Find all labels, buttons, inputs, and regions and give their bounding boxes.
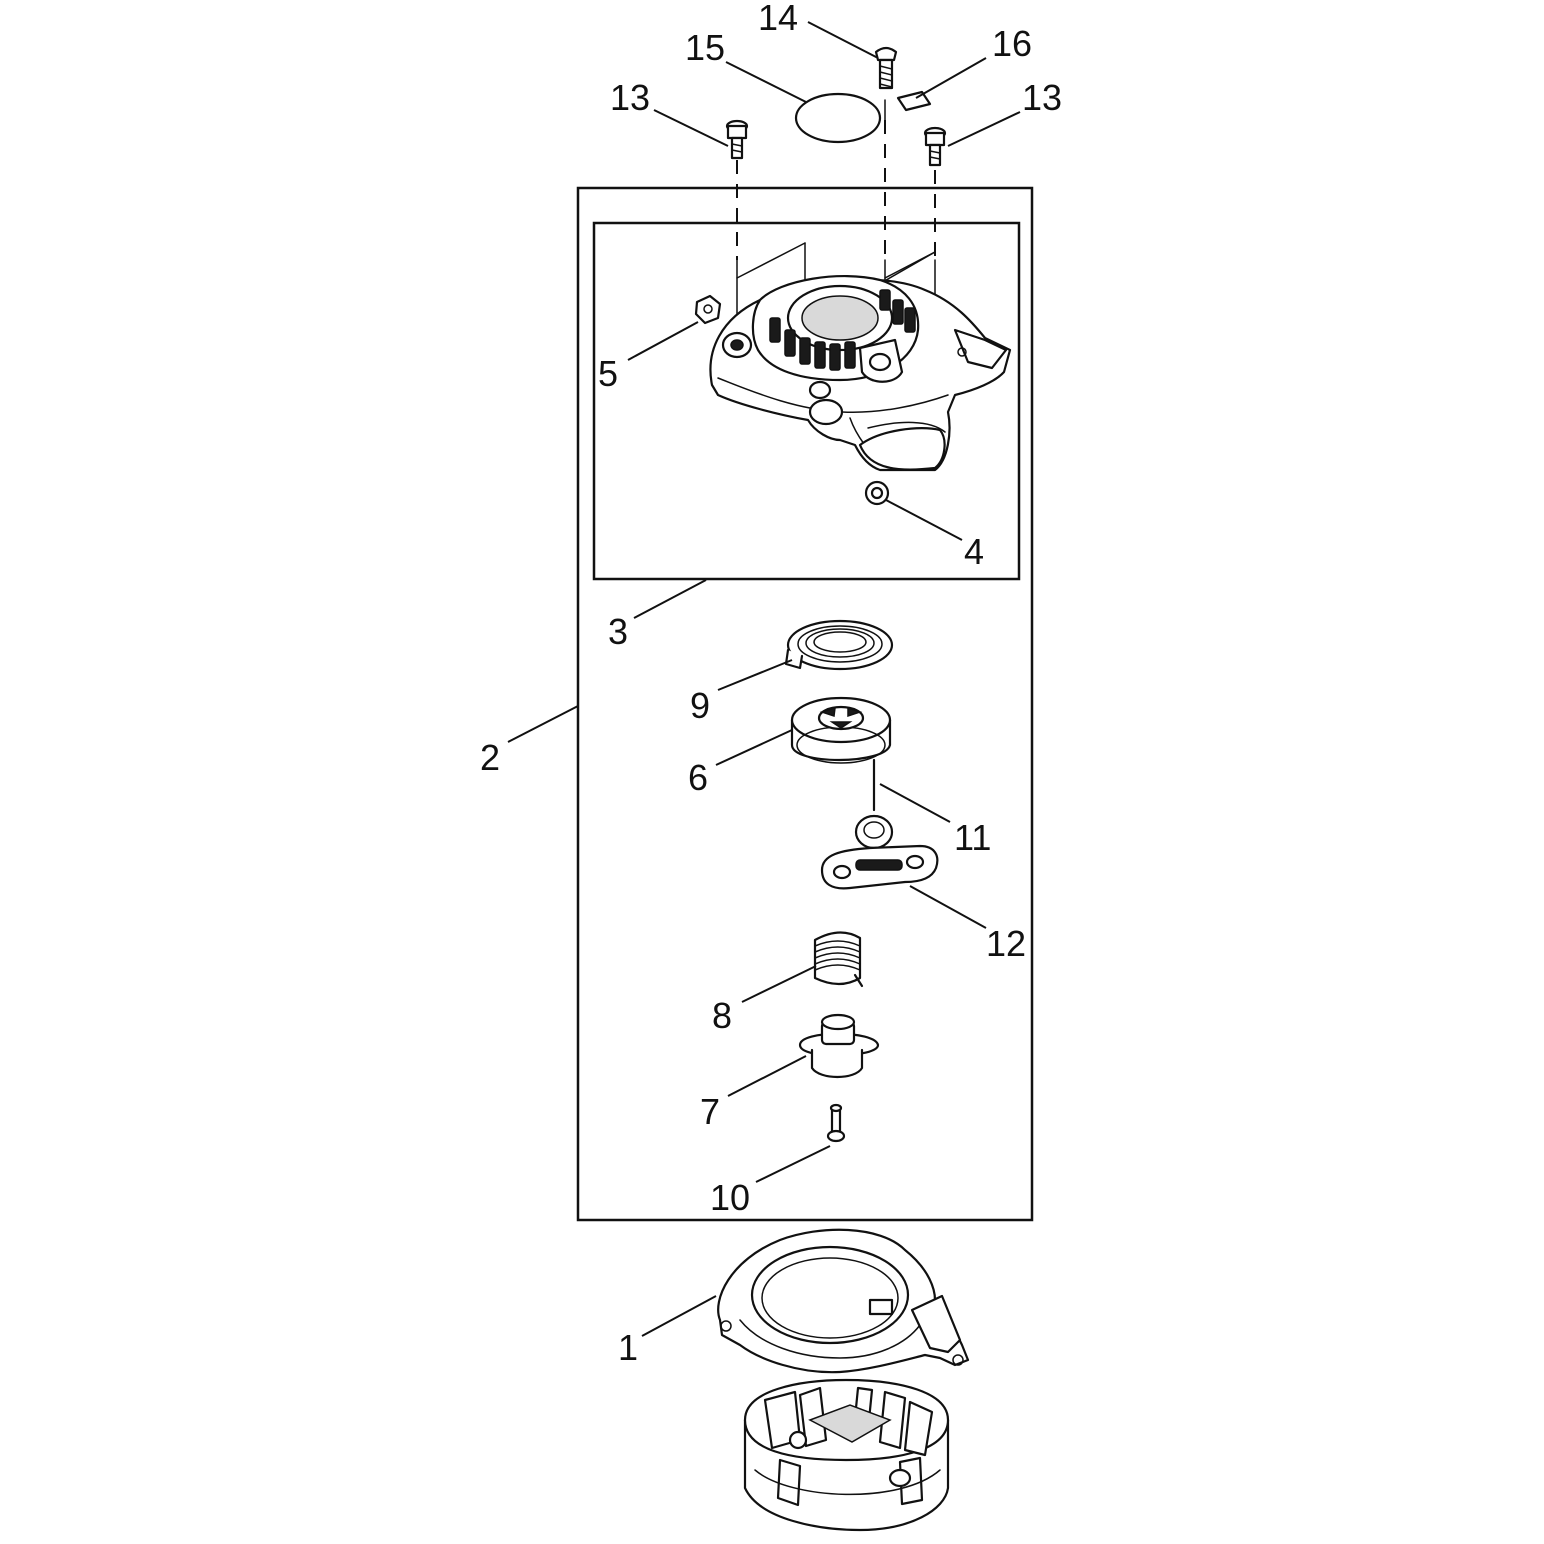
callout-1: 1	[618, 1327, 638, 1368]
flywheel-fins	[763, 1386, 934, 1507]
leader-12	[909, 885, 987, 929]
leader-15	[725, 61, 807, 103]
leader-2	[507, 705, 579, 743]
part-8-coil-spring	[813, 931, 864, 988]
callout-8: 8	[712, 995, 732, 1036]
leader-6	[715, 729, 793, 766]
callout-7: 7	[700, 1091, 720, 1132]
leader-9	[717, 659, 793, 691]
callout-3: 3	[608, 611, 628, 652]
part-13-bolt-left	[725, 119, 749, 160]
callout-4: 4	[964, 531, 984, 572]
flywheel	[743, 1378, 950, 1532]
part-13-bolt-right	[923, 126, 947, 167]
callout-10: 10	[710, 1177, 750, 1218]
callout-12: 12	[986, 923, 1026, 964]
part-14-screw	[874, 46, 898, 90]
part-16-label-plate	[896, 90, 932, 112]
leader-13-left	[653, 109, 729, 147]
leader-16	[915, 57, 987, 99]
leader-lines	[507, 21, 1021, 1337]
callout-labels: 14 15 16 13 13 5 4 3 9 2 6 11 12 8 7 10 …	[480, 0, 1062, 1368]
callout-16: 16	[992, 23, 1032, 64]
callout-2: 2	[480, 737, 500, 778]
callout-5: 5	[598, 353, 618, 394]
part-12-starter-handle	[820, 844, 939, 890]
part-3-starter-case	[709, 274, 1012, 472]
assembly-2-frame	[576, 186, 1034, 1222]
leader-3	[633, 579, 707, 619]
leader-7	[727, 1055, 807, 1097]
leader-5	[627, 321, 699, 361]
leader-14	[807, 21, 879, 59]
part-10-pin	[826, 1103, 846, 1143]
callout-13-right: 13	[1022, 77, 1062, 118]
callout-9: 9	[690, 685, 710, 726]
part-11-rope-grommet	[854, 814, 894, 850]
part-15-label-disc	[794, 92, 882, 144]
part-6-reel	[790, 696, 892, 812]
part-4-nut	[864, 480, 890, 506]
callout-11: 11	[954, 817, 991, 858]
leader-10	[755, 1145, 831, 1183]
callout-6: 6	[688, 757, 708, 798]
leader-11	[879, 783, 951, 823]
part-9-spiral-spring	[784, 619, 894, 671]
assembly-3-frame	[592, 221, 1021, 581]
part-5-square-nut	[694, 294, 722, 325]
starter-case-vents	[769, 289, 916, 371]
callout-13-left: 13	[610, 77, 650, 118]
callout-15: 15	[685, 27, 725, 68]
leader-13-right	[947, 111, 1021, 147]
leader-8	[741, 965, 817, 1003]
callout-14: 14	[758, 0, 798, 38]
leader-1	[641, 1295, 717, 1337]
part-7-ratchet	[798, 1013, 880, 1079]
leader-4	[885, 499, 963, 541]
part-1-fan-cover	[717, 1228, 970, 1374]
